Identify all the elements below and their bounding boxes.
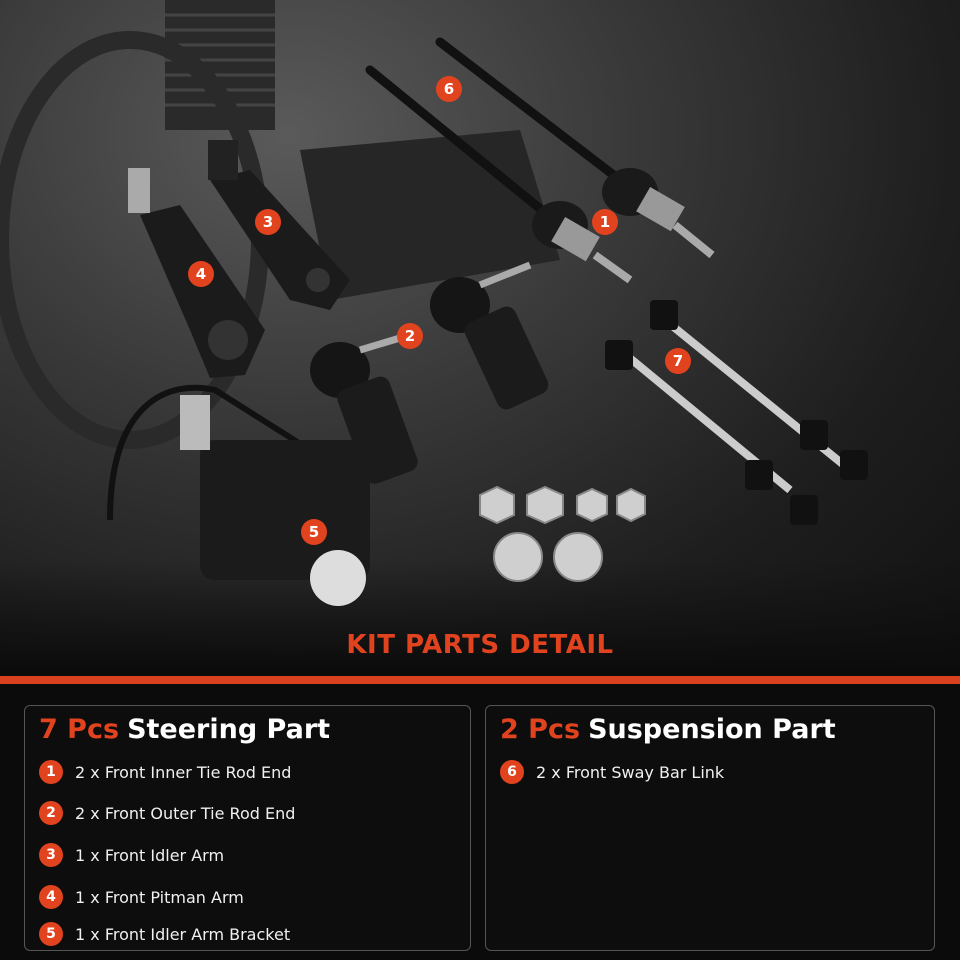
inner-tie-rod-2 bbox=[435, 37, 715, 259]
list-item: 6 2 x Front Sway Bar Link bbox=[500, 760, 724, 784]
item-number-badge: 5 bbox=[39, 922, 63, 946]
item-text: 1 x Front Idler Arm bbox=[75, 845, 225, 865]
sway-bar-link-2 bbox=[650, 300, 868, 480]
outer-tie-rod-2 bbox=[430, 261, 549, 410]
list-item: 1 2 x Front Inner Tie Rod End bbox=[39, 760, 291, 784]
product-photo: 1 2 3 4 5 6 7 bbox=[0, 0, 960, 672]
item-number-badge: 4 bbox=[39, 885, 63, 909]
divider-bar bbox=[0, 676, 960, 684]
list-item: 3 1 x Front Idler Arm bbox=[39, 843, 224, 867]
list-item: 4 1 x Front Pitman Arm bbox=[39, 885, 244, 909]
list-item: 2 2 x Front Outer Tie Rod End bbox=[39, 801, 295, 825]
nuts-and-washers bbox=[479, 485, 646, 582]
pitman-arm bbox=[128, 168, 265, 378]
list-item: 5 1 x Front Idler Arm Bracket bbox=[39, 922, 290, 946]
callout-badge-4: 4 bbox=[188, 261, 214, 287]
callout-badge-5: 5 bbox=[301, 519, 327, 545]
kit-parts-heading: KIT PARTS DETAIL bbox=[346, 630, 614, 660]
callout-badge-3: 3 bbox=[255, 209, 281, 235]
suspension-title: Suspension Part bbox=[588, 714, 836, 745]
item-number-badge: 3 bbox=[39, 843, 63, 867]
item-text: 2 x Front Sway Bar Link bbox=[536, 762, 725, 782]
item-text: 1 x Front Pitman Arm bbox=[75, 887, 244, 907]
sway-bar-link-1 bbox=[605, 340, 818, 525]
item-number-badge: 6 bbox=[500, 760, 524, 784]
callout-badge-1: 1 bbox=[592, 209, 618, 235]
item-number-badge: 1 bbox=[39, 760, 63, 784]
item-text: 2 x Front Inner Tie Rod End bbox=[75, 762, 292, 782]
callout-badge-6: 6 bbox=[436, 76, 462, 102]
idler-arm bbox=[208, 140, 350, 310]
item-text: 2 x Front Outer Tie Rod End bbox=[75, 803, 296, 823]
callout-badge-2: 2 bbox=[397, 323, 423, 349]
idler-arm-bracket bbox=[107, 384, 370, 606]
steering-title: Steering Part bbox=[127, 714, 331, 745]
item-number-badge: 2 bbox=[39, 801, 63, 825]
item-text: 1 x Front Idler Arm Bracket bbox=[75, 924, 291, 944]
wheel-arch-shape bbox=[0, 31, 269, 449]
suspension-count: 2 Pcs bbox=[500, 714, 581, 745]
callout-badge-7: 7 bbox=[665, 348, 691, 374]
parts-illustration bbox=[0, 0, 960, 672]
steering-count: 7 Pcs bbox=[39, 714, 120, 745]
inner-tie-rod-1 bbox=[365, 65, 633, 284]
